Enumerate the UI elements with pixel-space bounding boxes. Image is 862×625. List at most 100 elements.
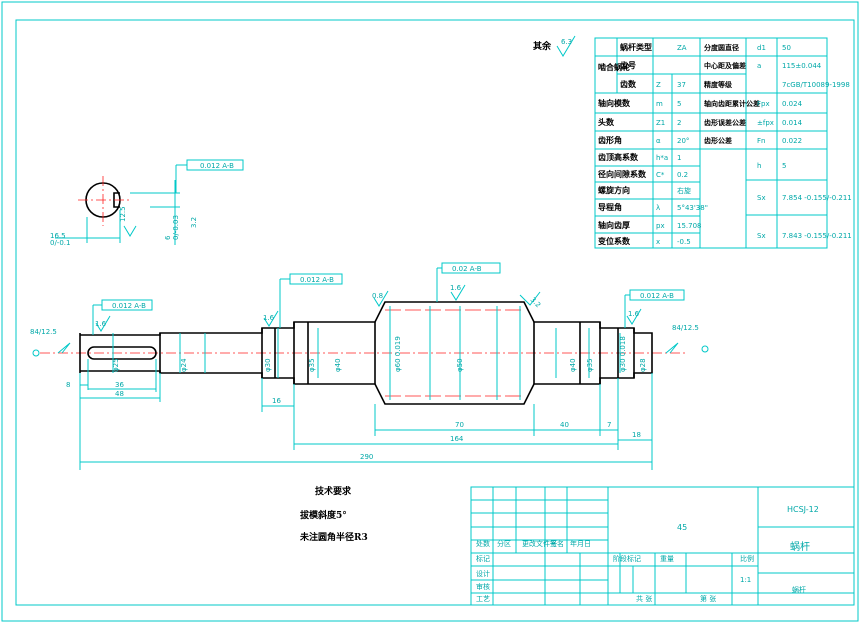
svg-text:年月日: 年月日 xyxy=(570,539,591,548)
svg-text:蜗杆: 蜗杆 xyxy=(792,585,806,594)
param-value-right: 7.854 -0.155/-0.211 xyxy=(782,194,852,202)
svg-text:0/-0.03: 0/-0.03 xyxy=(172,215,180,240)
svg-text:其余: 其余 xyxy=(533,40,552,52)
diameter-label: φ35 xyxy=(308,358,316,372)
diameter-label: φ60 0.019 xyxy=(394,336,402,372)
param-label: 轴向模数 xyxy=(598,98,631,108)
param-label: 径向间隙系数 xyxy=(598,169,647,179)
svg-text:1.6: 1.6 xyxy=(450,284,462,292)
diameter-label: φ50 xyxy=(456,358,464,372)
key-section-view: 16.5 0/-0.1 6 0/-0.03 3.2 0.012 A-B 12.5 xyxy=(50,159,244,247)
svg-text:设计: 设计 xyxy=(476,569,490,578)
param-label-right: 分度圆直径 xyxy=(704,43,739,52)
title-block: 45 HCSJ-12 蜗杆 1:1 处数 分区 更改文件号 签名 年月日 标记 … xyxy=(470,486,855,606)
param-symbol: h*a xyxy=(656,154,668,162)
svg-text:HCSJ-12: HCSJ-12 xyxy=(787,505,819,514)
svg-text:阶段标记: 阶段标记 xyxy=(613,554,641,563)
svg-text:164: 164 xyxy=(450,435,464,443)
param-value-right: 5 xyxy=(782,162,786,170)
technical-requirements: 技术要求 拔模斜度5° 未注圆角半径R3 xyxy=(299,485,368,543)
param-value: 37 xyxy=(677,81,686,89)
svg-text:45: 45 xyxy=(677,523,687,532)
svg-text:3.2: 3.2 xyxy=(529,296,543,310)
svg-text:7: 7 xyxy=(607,421,611,429)
svg-text:40: 40 xyxy=(560,421,569,429)
param-symbol: m xyxy=(656,100,663,108)
svg-text:更改文件号: 更改文件号 xyxy=(522,539,557,548)
diameter-label: φ24 xyxy=(180,358,188,372)
svg-text:8: 8 xyxy=(66,381,70,389)
param-label: 变位系数 xyxy=(598,236,631,246)
param-label: 头数 xyxy=(598,117,615,127)
svg-text:0.8: 0.8 xyxy=(372,292,383,300)
roughness-marks: 1.6 1.6 1.6 1.6 0.8 3.2 84/12.5 84/12.5 xyxy=(30,284,709,357)
svg-text:16.5: 16.5 xyxy=(50,232,66,240)
param-symbol: Z1 xyxy=(656,119,665,127)
tolerance-frames: 0.012 A-B 0.012 A-B 0.02 A-B 0.012 A-B xyxy=(92,262,685,335)
param-value-right: 7cGB/T10089-1998 xyxy=(782,81,850,89)
svg-text:标记: 标记 xyxy=(476,554,490,563)
param-value: 5°43'38" xyxy=(677,204,708,212)
svg-text:比例: 比例 xyxy=(740,554,754,563)
param-label: 螺旋方向 xyxy=(598,185,630,195)
svg-text:0.012 A-B: 0.012 A-B xyxy=(300,276,334,284)
param-label-right: 齿形公差 xyxy=(704,136,732,145)
svg-text:0.012 A-B: 0.012 A-B xyxy=(640,292,674,300)
param-symbol: x xyxy=(656,238,660,246)
svg-text:0.02 A-B: 0.02 A-B xyxy=(452,265,482,273)
param-value: ZA xyxy=(677,44,687,52)
param-symbol: C* xyxy=(656,171,665,179)
param-symbol: Z xyxy=(656,81,661,89)
worm-shaft xyxy=(40,301,688,405)
param-symbol-right: Fn xyxy=(757,137,765,145)
svg-text:1:1: 1:1 xyxy=(740,576,751,584)
param-symbol-right: Fpx xyxy=(757,100,770,108)
svg-text:290: 290 xyxy=(360,453,373,461)
param-symbol-right: Sx xyxy=(757,194,766,202)
svg-text:拔模斜度5°: 拔模斜度5° xyxy=(300,509,347,521)
diameter-label: φ25 xyxy=(112,358,120,372)
param-value: 右旋 xyxy=(677,186,691,195)
param-symbol-right: Sx xyxy=(757,232,766,240)
param-label-right: 中心距及偏差 xyxy=(704,61,746,70)
param-table xyxy=(594,37,828,249)
param-symbol-right: d1 xyxy=(757,44,766,52)
param-label: 蜗杆类型 xyxy=(620,42,652,52)
inner-frame xyxy=(15,19,855,606)
param-value-right: 7.843 -0.155/-0.211 xyxy=(782,232,852,240)
svg-text:0.012 A-B: 0.012 A-B xyxy=(200,162,234,170)
svg-text:分区: 分区 xyxy=(497,539,511,548)
param-label-right: 精度等级 xyxy=(704,80,733,89)
param-symbol: α xyxy=(656,137,661,145)
svg-text:0.012 A-B: 0.012 A-B xyxy=(112,302,146,310)
param-value: 1 xyxy=(677,154,681,162)
svg-text:1.6: 1.6 xyxy=(95,320,107,328)
diameter-label: φ35 xyxy=(586,358,594,372)
roughness-rest: 其余 6.3 xyxy=(533,35,576,57)
svg-text:工艺: 工艺 xyxy=(476,595,490,603)
param-symbol: px xyxy=(656,222,665,230)
svg-text:技术要求: 技术要求 xyxy=(315,485,352,497)
param-value-right: 115±0.044 xyxy=(782,62,822,70)
param-value: 2 xyxy=(677,119,681,127)
svg-text:共 张: 共 张 xyxy=(636,594,652,603)
param-label: 导程角 xyxy=(598,202,622,212)
param-value-right: 0.024 xyxy=(782,100,803,108)
svg-text:16: 16 xyxy=(272,397,281,405)
svg-text:重量: 重量 xyxy=(660,555,674,563)
param-label-right: 齿形误差公差 xyxy=(704,118,746,127)
svg-text:6: 6 xyxy=(164,235,172,240)
param-label-right: 轴向齿距累计公差 xyxy=(704,99,760,108)
svg-text:36: 36 xyxy=(115,381,124,389)
param-value: 20° xyxy=(677,137,689,145)
param-label: 齿顶高系数 xyxy=(598,152,639,162)
param-symbol-right: a xyxy=(757,62,761,70)
svg-text:处数: 处数 xyxy=(476,539,490,548)
param-value: -0.5 xyxy=(677,238,691,246)
param-label: 齿形角 xyxy=(598,135,622,145)
param-label: 齿数 xyxy=(620,79,637,89)
param-symbol-right: ±fpx xyxy=(757,119,774,127)
param-label: 齿号 xyxy=(620,60,636,70)
svg-text:1.6: 1.6 xyxy=(628,310,640,318)
param-value: 0.2 xyxy=(677,171,688,179)
